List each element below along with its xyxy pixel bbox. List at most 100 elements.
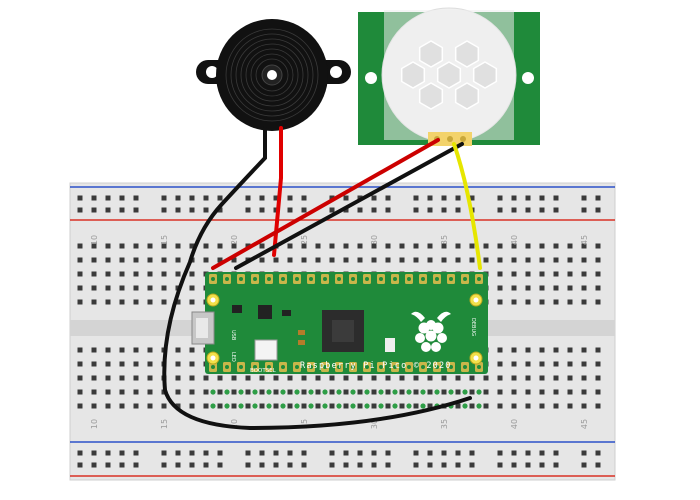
breadboard-hole[interactable]	[525, 375, 531, 381]
breadboard-hole[interactable]	[427, 243, 433, 249]
rail-hole[interactable]	[287, 207, 293, 213]
breadboard-hole[interactable]	[77, 299, 83, 305]
breadboard-hole[interactable]	[147, 347, 153, 353]
breadboard-hole[interactable]	[357, 389, 363, 395]
breadboard-hole[interactable]	[77, 243, 83, 249]
rail-hole[interactable]	[245, 450, 251, 456]
breadboard-hole[interactable]	[147, 285, 153, 291]
rail-hole[interactable]	[581, 195, 587, 201]
breadboard-hole[interactable]	[315, 389, 321, 395]
rail-hole[interactable]	[119, 195, 125, 201]
rail-hole[interactable]	[273, 207, 279, 213]
breadboard-hole[interactable]	[553, 299, 559, 305]
breadboard-hole[interactable]	[133, 299, 139, 305]
breadboard-hole[interactable]	[105, 347, 111, 353]
breadboard-hole[interactable]	[105, 271, 111, 277]
rail-hole[interactable]	[161, 462, 167, 468]
breadboard-hole[interactable]	[567, 347, 573, 353]
rail-hole[interactable]	[511, 450, 517, 456]
rail-hole[interactable]	[595, 462, 601, 468]
rail-hole[interactable]	[455, 450, 461, 456]
breadboard-hole[interactable]	[259, 403, 265, 409]
rail-hole[interactable]	[301, 195, 307, 201]
breadboard-hole[interactable]	[427, 375, 433, 381]
breadboard-hole[interactable]	[553, 243, 559, 249]
rail-hole[interactable]	[539, 462, 545, 468]
breadboard-hole[interactable]	[217, 403, 223, 409]
breadboard-hole[interactable]	[469, 243, 475, 249]
breadboard-hole[interactable]	[595, 243, 601, 249]
breadboard-hole[interactable]	[147, 257, 153, 263]
breadboard-hole[interactable]	[595, 375, 601, 381]
rail-hole[interactable]	[553, 207, 559, 213]
breadboard-hole[interactable]	[581, 285, 587, 291]
breadboard-hole[interactable]	[511, 257, 517, 263]
breadboard-hole[interactable]	[385, 243, 391, 249]
breadboard-hole[interactable]	[91, 299, 97, 305]
rail-hole[interactable]	[357, 207, 363, 213]
breadboard-hole[interactable]	[91, 271, 97, 277]
breadboard-hole[interactable]	[539, 285, 545, 291]
breadboard-hole[interactable]	[399, 243, 405, 249]
breadboard-hole[interactable]	[539, 243, 545, 249]
breadboard-hole[interactable]	[567, 361, 573, 367]
rail-hole[interactable]	[427, 207, 433, 213]
breadboard-hole[interactable]	[581, 257, 587, 263]
breadboard-hole[interactable]	[399, 257, 405, 263]
rail-hole[interactable]	[203, 195, 209, 201]
breadboard-hole[interactable]	[357, 243, 363, 249]
breadboard-hole[interactable]	[245, 389, 251, 395]
breadboard-hole[interactable]	[385, 257, 391, 263]
breadboard-hole[interactable]	[357, 403, 363, 409]
breadboard-hole[interactable]	[539, 299, 545, 305]
breadboard-hole[interactable]	[77, 403, 83, 409]
rail-hole[interactable]	[91, 450, 97, 456]
breadboard-hole[interactable]	[371, 257, 377, 263]
breadboard-hole[interactable]	[553, 389, 559, 395]
breadboard-hole[interactable]	[539, 347, 545, 353]
breadboard-hole[interactable]	[133, 389, 139, 395]
breadboard-hole[interactable]	[203, 403, 209, 409]
breadboard-hole[interactable]	[343, 389, 349, 395]
breadboard-hole[interactable]	[133, 403, 139, 409]
breadboard-hole[interactable]	[301, 243, 307, 249]
breadboard-hole[interactable]	[497, 403, 503, 409]
breadboard-hole[interactable]	[357, 375, 363, 381]
breadboard-hole[interactable]	[329, 375, 335, 381]
breadboard-hole[interactable]	[343, 375, 349, 381]
breadboard-hole[interactable]	[343, 403, 349, 409]
breadboard-hole[interactable]	[483, 257, 489, 263]
breadboard-hole[interactable]	[91, 403, 97, 409]
breadboard-hole[interactable]	[189, 243, 195, 249]
breadboard-hole[interactable]	[203, 389, 209, 395]
breadboard-hole[interactable]	[553, 257, 559, 263]
breadboard-hole[interactable]	[77, 389, 83, 395]
rail-hole[interactable]	[105, 462, 111, 468]
rail-hole[interactable]	[301, 450, 307, 456]
breadboard-hole[interactable]	[553, 403, 559, 409]
rail-hole[interactable]	[385, 207, 391, 213]
breadboard-hole[interactable]	[105, 389, 111, 395]
breadboard-hole[interactable]	[91, 347, 97, 353]
breadboard-hole[interactable]	[77, 257, 83, 263]
rail-hole[interactable]	[273, 462, 279, 468]
breadboard-hole[interactable]	[231, 389, 237, 395]
breadboard-hole[interactable]	[245, 403, 251, 409]
breadboard-hole[interactable]	[567, 271, 573, 277]
breadboard-hole[interactable]	[595, 361, 601, 367]
rail-hole[interactable]	[385, 195, 391, 201]
rail-hole[interactable]	[525, 450, 531, 456]
breadboard-hole[interactable]	[343, 257, 349, 263]
breadboard-hole[interactable]	[119, 257, 125, 263]
rail-hole[interactable]	[469, 462, 475, 468]
breadboard-hole[interactable]	[553, 361, 559, 367]
breadboard-hole[interactable]	[525, 243, 531, 249]
breadboard-hole[interactable]	[189, 347, 195, 353]
breadboard-hole[interactable]	[441, 389, 447, 395]
breadboard-hole[interactable]	[105, 361, 111, 367]
rail-hole[interactable]	[329, 207, 335, 213]
rail-hole[interactable]	[329, 462, 335, 468]
rail-hole[interactable]	[175, 462, 181, 468]
breadboard-hole[interactable]	[287, 403, 293, 409]
rail-hole[interactable]	[581, 462, 587, 468]
